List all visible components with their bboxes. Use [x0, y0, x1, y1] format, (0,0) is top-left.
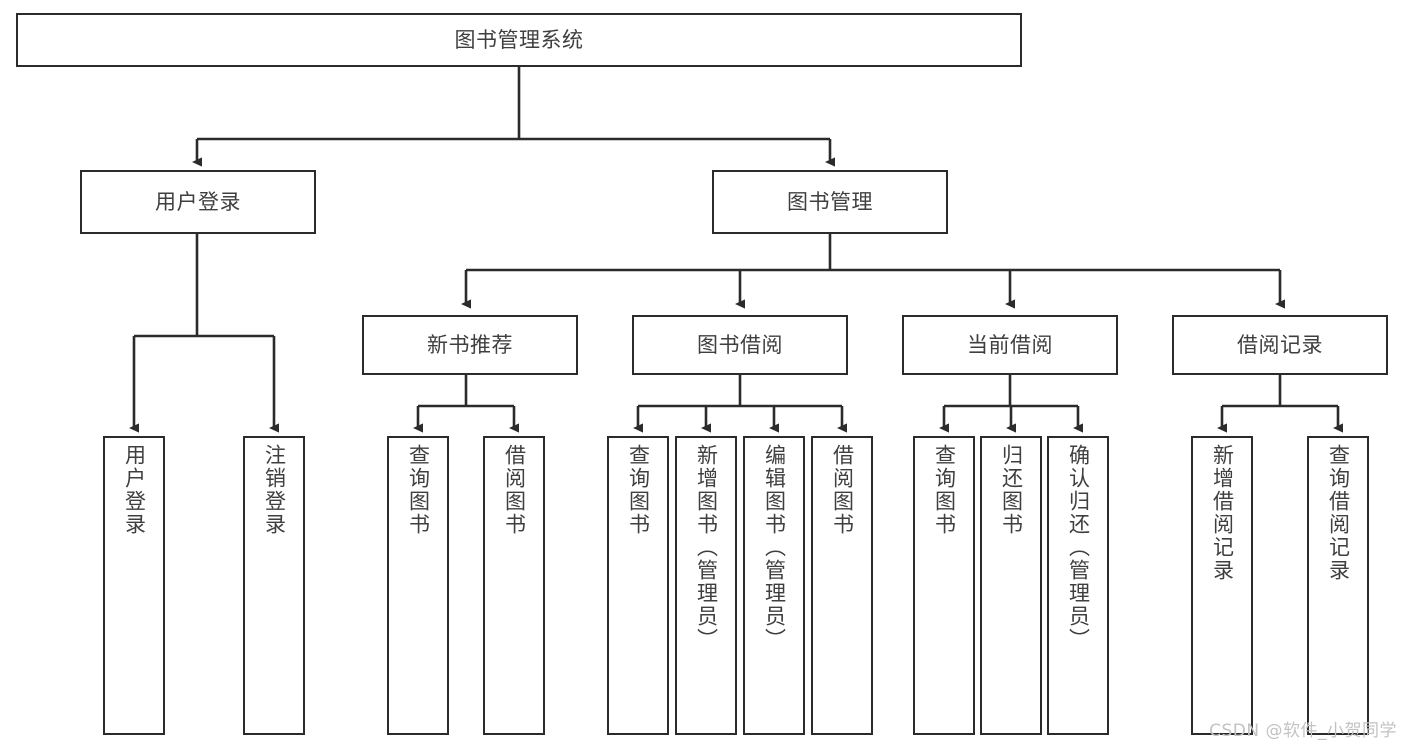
node-leaf-record-query-record-label: 查询借阅记录 [1326, 444, 1351, 582]
node-root-system-label: 图书管理系统 [454, 27, 584, 52]
node-user-login[interactable]: 用户登录 [80, 170, 316, 234]
node-book-management[interactable]: 图书管理 [712, 170, 948, 234]
node-leaf-borrow-add-book[interactable]: 新增图书（管理员） [675, 436, 737, 735]
node-borrow-record-label: 借阅记录 [1237, 332, 1323, 357]
node-leaf-borrow-query-book-label: 查询图书 [626, 444, 651, 536]
node-leaf-record-query-record[interactable]: 查询借阅记录 [1307, 436, 1369, 735]
node-leaf-borrow-add-book-label: 新增图书（管理员） [694, 444, 719, 651]
csdn-watermark: CSDN @软件_小贺同学 [1209, 721, 1397, 741]
node-current-borrow[interactable]: 当前借阅 [902, 315, 1118, 375]
node-leaf-user-login-signout-label: 注销登录 [262, 444, 287, 536]
node-leaf-recommend-borrow-book[interactable]: 借阅图书 [483, 436, 545, 735]
node-leaf-current-confirm-return-label: 确认归还（管理员） [1066, 444, 1091, 651]
node-leaf-current-return-book-label: 归还图书 [999, 444, 1024, 536]
node-leaf-borrow-edit-book-label: 编辑图书（管理员） [762, 444, 787, 651]
node-user-login-label: 用户登录 [155, 189, 241, 214]
node-leaf-borrow-borrow-book-label: 借阅图书 [830, 444, 855, 536]
node-book-management-label: 图书管理 [787, 189, 873, 214]
node-leaf-recommend-query-book[interactable]: 查询图书 [387, 436, 449, 735]
node-leaf-borrow-edit-book[interactable]: 编辑图书（管理员） [743, 436, 805, 735]
node-new-book-recommend[interactable]: 新书推荐 [362, 315, 578, 375]
node-leaf-current-confirm-return[interactable]: 确认归还（管理员） [1047, 436, 1109, 735]
node-leaf-user-login-signin[interactable]: 用户登录 [103, 436, 165, 735]
node-leaf-current-query-book-label: 查询图书 [932, 444, 957, 536]
node-leaf-record-add-record[interactable]: 新增借阅记录 [1191, 436, 1253, 735]
node-book-borrow[interactable]: 图书借阅 [632, 315, 848, 375]
node-leaf-user-login-signin-label: 用户登录 [122, 444, 147, 536]
node-borrow-record[interactable]: 借阅记录 [1172, 315, 1388, 375]
node-new-book-recommend-label: 新书推荐 [427, 332, 513, 357]
node-book-borrow-label: 图书借阅 [697, 332, 783, 357]
node-leaf-borrow-query-book[interactable]: 查询图书 [607, 436, 669, 735]
node-leaf-record-add-record-label: 新增借阅记录 [1210, 444, 1235, 582]
node-leaf-recommend-query-book-label: 查询图书 [406, 444, 431, 536]
node-leaf-current-query-book[interactable]: 查询图书 [913, 436, 975, 735]
node-leaf-recommend-borrow-book-label: 借阅图书 [502, 444, 527, 536]
node-leaf-user-login-signout[interactable]: 注销登录 [243, 436, 305, 735]
node-current-borrow-label: 当前借阅 [967, 332, 1053, 357]
node-leaf-current-return-book[interactable]: 归还图书 [980, 436, 1042, 735]
node-root-system[interactable]: 图书管理系统 [16, 13, 1022, 67]
node-leaf-borrow-borrow-book[interactable]: 借阅图书 [811, 436, 873, 735]
